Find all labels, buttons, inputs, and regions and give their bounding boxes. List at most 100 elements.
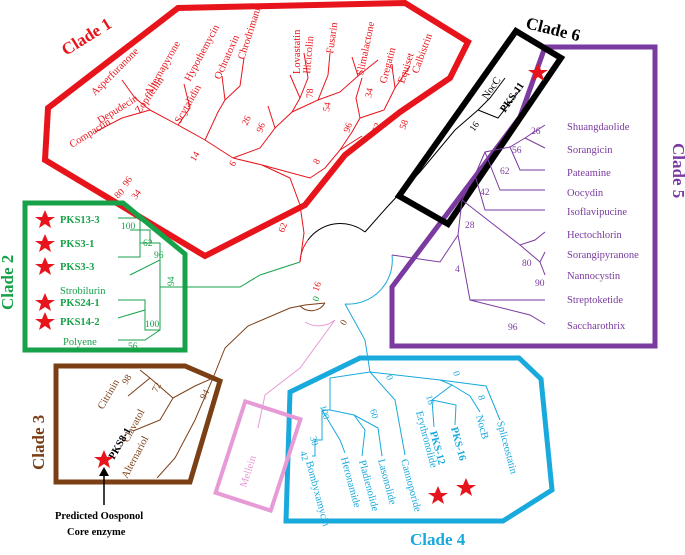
clade-3-box [53,363,224,485]
clade-4-title: Clade 4 [410,530,466,549]
leaf-ilicicolin: Ilicicolin [302,35,316,74]
c1-boot-58: 58 [398,118,411,131]
annotation-arrow [99,467,109,505]
leaf-spliceostatin: Spliceostatin [494,420,519,476]
leaf-mellein: Mellein [238,454,259,489]
leaf-oocydin: Oocydin [567,188,604,199]
clade-2-box [22,200,188,353]
clade-1-tree [94,52,411,263]
c1-boot-8: 8 [312,157,323,166]
leaf-hectochlorin: Hectochlorin [567,230,623,241]
leaf-cannoporide: Cannoporide [398,458,423,514]
leaf-slimalactone: Slimalactone [355,20,377,76]
c4-boot-60: 60 [367,408,379,420]
root-arc-brown [299,302,326,312]
c4-boot-8: 8 [475,394,486,401]
leaf-strobilurin: Strobilurin [60,286,106,297]
c2-boot-96: 96 [154,251,164,261]
c4-boot-100: 100 [317,404,330,421]
c5-boot-80: 80 [522,259,532,269]
c4-boot-0a: 0 [383,374,394,381]
c5-boot-42: 42 [480,188,490,198]
c4-boot-42: 42 [297,450,309,462]
clade-3-bootstraps: 98 72 94 [121,373,212,401]
root-arc-pink [304,319,336,327]
leaf-lasonolide: Lasonolide [375,458,398,506]
mellein-box [213,398,303,514]
root-boot-2: 0 [339,318,350,327]
leaf-pks14-2: PKS14-2 [60,317,100,328]
clade1-root-boot: 16 [311,280,324,293]
clade-3-tree [127,302,326,479]
c1-boot-6: 6 [228,159,239,168]
star-pks14-2 [35,312,55,330]
leaf-bombyxamycin: Bombyxamycin [303,460,331,528]
leaf-pks13-3: PKS13-3 [60,215,100,226]
leaf-pateamine: Pateamine [567,168,611,179]
star-pks3-3 [35,257,55,275]
c2-boot-100a: 100 [121,222,136,232]
c1-boot-54: 54 [322,101,334,112]
c1-boot-26: 26 [241,114,254,127]
leaf-pks24-1: PKS24-1 [60,298,100,309]
leaf-shuangdaolide: Shuangdaolide [567,122,630,133]
leaf-isoflavipucine: Isoflavipucine [567,207,627,218]
c2-boot-62: 62 [143,239,153,249]
c5-boot-56: 56 [512,146,522,156]
leaf-calbistrin: Calbistrin [410,32,435,75]
clade-3-title: Clade 3 [29,415,48,470]
c1-boot-78: 78 [306,88,316,98]
clade-3-labels: Citrinin Clavatol PKS8-1 Alternariol [96,377,151,480]
star-pks8-1 [94,450,114,468]
c2-boot-100b: 100 [145,320,160,330]
leaf-saccharothrix: Saccharothrix [567,321,626,332]
clade-4-tree [312,303,501,457]
clade-4-labels: Bombyxamycin Heronamide Pladienolide Las… [303,410,519,528]
clade-2-title: Clade 2 [0,255,17,310]
star-pks24-1 [35,293,55,311]
c4-boot-16: 16 [423,394,435,406]
leaf-gregatin: Gregatin [378,46,398,85]
c4-boot-30: 30 [307,435,319,447]
c4-boot-0b: 0 [450,370,461,377]
c5-boot-62: 62 [500,167,510,177]
c1-boot-62: 62 [277,221,290,234]
clade-6-box [394,26,566,228]
c3-boot-98: 98 [121,373,135,386]
root-arc-black [307,223,366,241]
c5-boot-4: 4 [455,265,460,275]
annotation-line-2: Core enzyme [67,527,126,538]
c5-boot-90: 90 [535,279,545,289]
clade-4-box [283,355,555,524]
c3-boot-72: 72 [151,381,164,394]
clade-5-labels: Shuangdaolide Sorangicin Pateamine Oocyd… [567,122,639,332]
clade-2-bootstraps: 100 62 96 94 100 56 [121,222,177,352]
clade-5-title: Clade 5 [669,143,685,198]
leaf-fusarin: Fusarin [325,21,340,54]
star-pks-12 [428,486,448,504]
leaf-pks-16: PKS-16 [448,426,468,462]
leaf-nocb: NocB [473,414,490,441]
c5-boot-28: 28 [465,221,475,231]
c1-boot-96b: 96 [255,121,268,134]
mellein-branch [257,319,336,429]
leaf-polyene: Polyene [63,337,97,348]
star-pks-11 [528,63,548,81]
star-pks-16 [456,478,476,496]
clade-2-labels: PKS13-3 PKS3-1 PKS3-3 Strobilurin PKS24-… [60,215,106,348]
c1-boot-34: 34 [130,188,144,202]
clade-1-bootstraps: 80 34 96 14 6 26 96 78 54 34 96 52 58 8 … [113,87,411,234]
leaf-citrinin: Citrinin [96,377,122,411]
leaf-sorangicin: Sorangicin [567,145,613,156]
clade-1-title: Clade 1 [58,14,115,59]
leaf-streptoketide: Streptoketide [567,295,623,306]
leaf-nannocystin: Nannocystin [567,271,621,282]
c1-boot-96c: 96 [342,121,355,134]
leaf-alternapyrone: Alternapyrone [143,39,183,97]
c1-boot-34b: 34 [364,87,376,99]
annotation-line-1: Predicted Oosponol [55,511,143,522]
clade-4-bootstraps: 42 30 100 60 0 16 8 0 [297,370,486,462]
clade-5-tree [391,124,546,325]
leaf-pks3-1: PKS3-1 [60,239,94,250]
c5-boot-96: 96 [508,323,518,333]
